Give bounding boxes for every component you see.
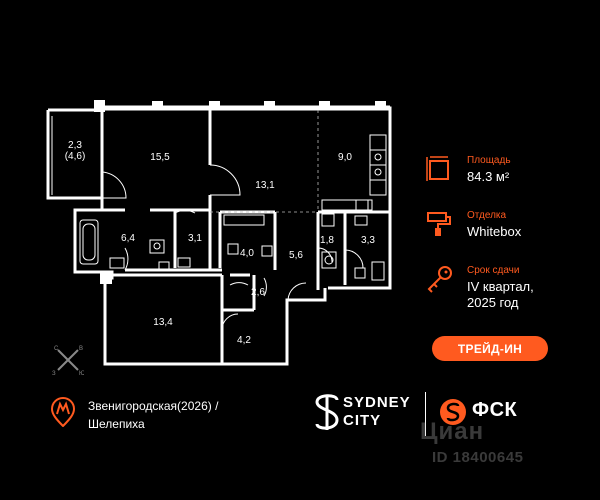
metro-stations: Звенигородская(2026) / Шелепиха bbox=[88, 397, 218, 433]
room-label-wc-2: 3,3 bbox=[361, 235, 375, 246]
wall-pillars bbox=[94, 100, 386, 284]
sydney-line2: CITY bbox=[343, 412, 382, 429]
info-finish: Отделка Whitebox bbox=[425, 210, 595, 250]
room-label-closet: 4,2 bbox=[237, 335, 251, 346]
room-label-bedroom-2: 13,4 bbox=[153, 317, 173, 328]
fixtures bbox=[79, 134, 387, 281]
fsk-logo-text: ФСК bbox=[472, 399, 518, 421]
compass-east: В bbox=[79, 346, 83, 352]
metro-line1: Звенигородская(2026) / bbox=[88, 399, 219, 413]
room-label-bath-1: 6,4 bbox=[121, 233, 135, 244]
room-label-dressing: 4,0 bbox=[240, 248, 254, 259]
room-label-corridor: 2,6 bbox=[251, 287, 265, 298]
watermark: Циан bbox=[420, 418, 485, 445]
sydney-city-logo-text: SYDNEY CITY bbox=[343, 394, 411, 430]
key-icon bbox=[427, 266, 452, 293]
door-swings bbox=[101, 164, 364, 331]
deadline-line1: IV квартал, bbox=[467, 279, 534, 294]
finish-label: Отделка bbox=[467, 210, 507, 221]
sydney-city-logo-mark bbox=[315, 394, 339, 430]
room-label-kitchen: 9,0 bbox=[338, 152, 352, 163]
info-deadline: Срок сдачи IV квартал, 2025 год bbox=[425, 265, 595, 321]
logo-divider bbox=[425, 392, 426, 436]
room-label-bedroom-1: 15,5 bbox=[150, 152, 170, 163]
room-labels: 2,3(4,6) 15,5 13,1 9,0 6,4 3,1 4,0 5,6 1… bbox=[65, 140, 376, 346]
compass-west: З bbox=[52, 371, 56, 377]
compass-north: С bbox=[54, 346, 59, 352]
finish-value: Whitebox bbox=[467, 224, 522, 239]
trade-in-button[interactable]: ТРЕЙД-ИН bbox=[432, 336, 548, 361]
area-label: Площадь bbox=[467, 155, 511, 166]
deadline-value: IV квартал, 2025 год bbox=[467, 279, 534, 311]
room-label-hall: 5,6 bbox=[289, 250, 303, 261]
fsk-logo-icon bbox=[440, 399, 466, 425]
room-label-utility: 1,8 bbox=[320, 235, 334, 246]
compass-icon: С В З Ю bbox=[52, 346, 84, 377]
area-value: 84.3 м² bbox=[467, 169, 510, 184]
room-label-wc-1: 3,1 bbox=[188, 233, 202, 244]
room-label-living: 13,1 bbox=[255, 180, 275, 191]
info-area: Площадь 84.3 м² bbox=[425, 155, 595, 195]
paint-roller-icon bbox=[427, 212, 451, 236]
metro-line2: Шелепиха bbox=[88, 417, 145, 431]
interior-walls bbox=[102, 108, 390, 364]
compass-south: Ю bbox=[79, 371, 84, 377]
deadline-line2: 2025 год bbox=[467, 295, 519, 310]
area-icon bbox=[426, 156, 449, 181]
deadline-label: Срок сдачи bbox=[467, 265, 520, 276]
room-label-balcony: 2,3(4,6) bbox=[65, 140, 86, 162]
sydney-line1: SYDNEY bbox=[343, 394, 411, 411]
listing-id: ID 18400645 bbox=[432, 449, 524, 466]
metro-icon bbox=[50, 397, 76, 427]
